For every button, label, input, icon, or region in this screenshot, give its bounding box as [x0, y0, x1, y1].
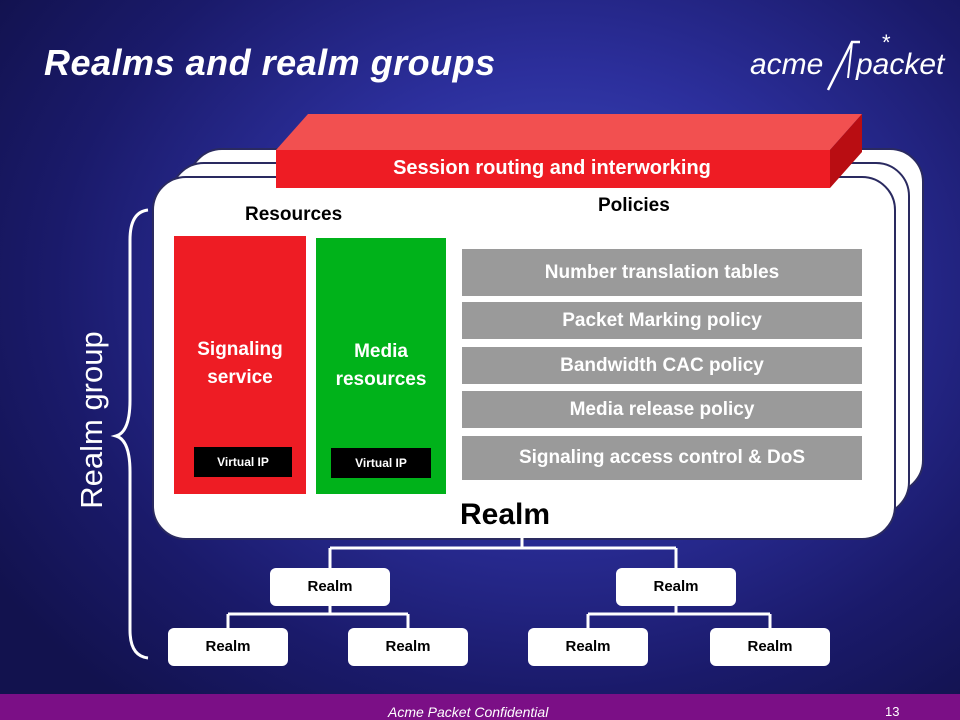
media-resources-label: Media resources: [335, 341, 427, 390]
tree-node-realm: Realm: [710, 628, 830, 666]
tree-node-realm: Realm: [528, 628, 648, 666]
resources-heading: Resources: [245, 204, 343, 225]
virtual-ip-badge: Virtual IP: [331, 448, 431, 478]
acme-packet-logo: acme packet *: [748, 30, 948, 100]
svg-text:*: *: [882, 30, 891, 55]
svg-text:acme: acme: [750, 48, 823, 81]
footer-confidential: Acme Packet Confidential: [388, 704, 549, 720]
slide-title: Realms and realm groups: [44, 42, 496, 83]
tree-node-realm: Realm: [348, 628, 468, 666]
policy-number-translation: Number translation tables: [462, 249, 862, 296]
policies-heading: Policies: [598, 195, 670, 216]
svg-text:packet: packet: [855, 48, 946, 81]
signaling-service-label: Signaling service: [197, 339, 283, 388]
policy-packet-marking: Packet Marking policy: [462, 302, 862, 339]
policy-media-release: Media release policy: [462, 391, 862, 428]
tree-node-realm: Realm: [270, 568, 390, 606]
tree-node-realm: Realm: [616, 568, 736, 606]
virtual-ip-badge: Virtual IP: [194, 447, 292, 477]
realm-group-label: Realm group: [74, 331, 109, 509]
page-number: 13: [885, 704, 900, 719]
session-routing-bar: [276, 114, 862, 188]
policy-bandwidth-cac: Bandwidth CAC policy: [462, 347, 862, 384]
policy-signaling-access: Signaling access control & DoS: [462, 436, 862, 480]
footer-bar: [0, 694, 960, 720]
realm-label: Realm: [460, 498, 551, 531]
realm-group-brace: [110, 208, 149, 660]
session-routing-label: Session routing and interworking: [393, 157, 711, 179]
tree-node-realm: Realm: [168, 628, 288, 666]
